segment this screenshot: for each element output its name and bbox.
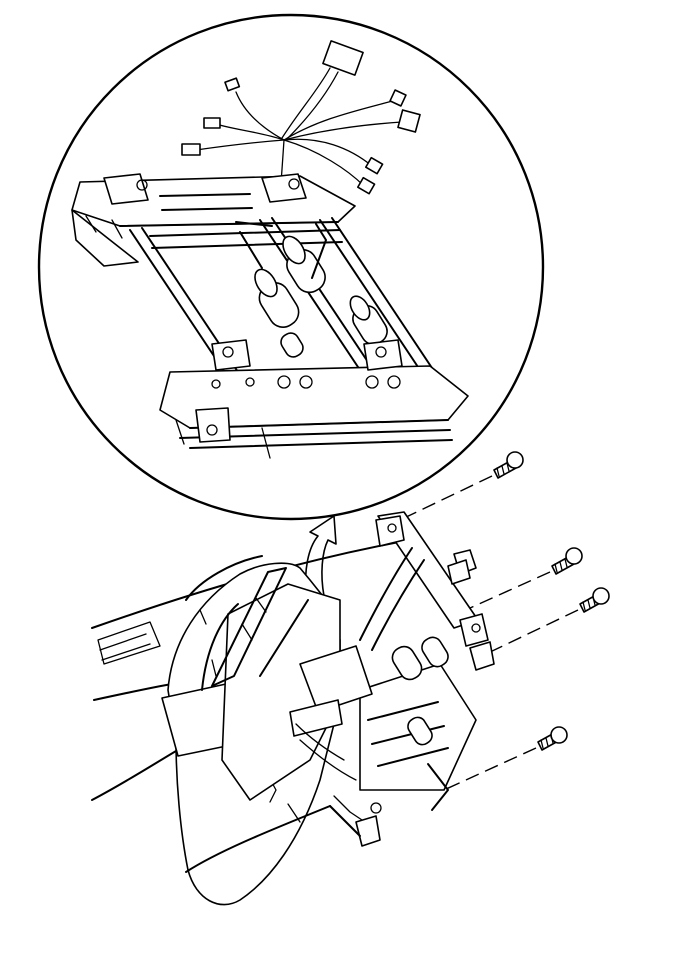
connector-a: [224, 77, 241, 92]
connector-g: [357, 176, 376, 195]
connector-e: [397, 109, 421, 133]
adjuster-motor-a: [391, 645, 423, 681]
connector-c: [181, 143, 201, 156]
bolt-1: [493, 451, 524, 479]
connector-b: [203, 117, 221, 129]
leader-line-2: [469, 571, 551, 609]
upper-frame-rail: [71, 173, 356, 267]
connector-f: [365, 156, 384, 175]
adjuster-motor-b: [421, 636, 449, 668]
adjuster-motors: [235, 221, 388, 358]
removal-arrow: [304, 515, 337, 597]
seat-back-frame: [185, 567, 361, 873]
bolt-2: [551, 547, 583, 575]
leader-line-4: [443, 747, 537, 791]
lower-frame-rail: [159, 339, 469, 459]
leader-line-1: [399, 475, 493, 521]
detail-view: [37, 13, 545, 521]
bolt-4: [537, 726, 568, 751]
leader-line-3: [485, 609, 579, 655]
bolt-3: [579, 587, 610, 613]
seat-adjuster-assembly: [289, 511, 495, 847]
wiring-harness: [181, 40, 421, 221]
connector-d: [389, 89, 407, 107]
fasteners: [399, 451, 610, 791]
harness-main-connector: [322, 40, 364, 76]
adjuster-motor-c: [407, 716, 433, 746]
